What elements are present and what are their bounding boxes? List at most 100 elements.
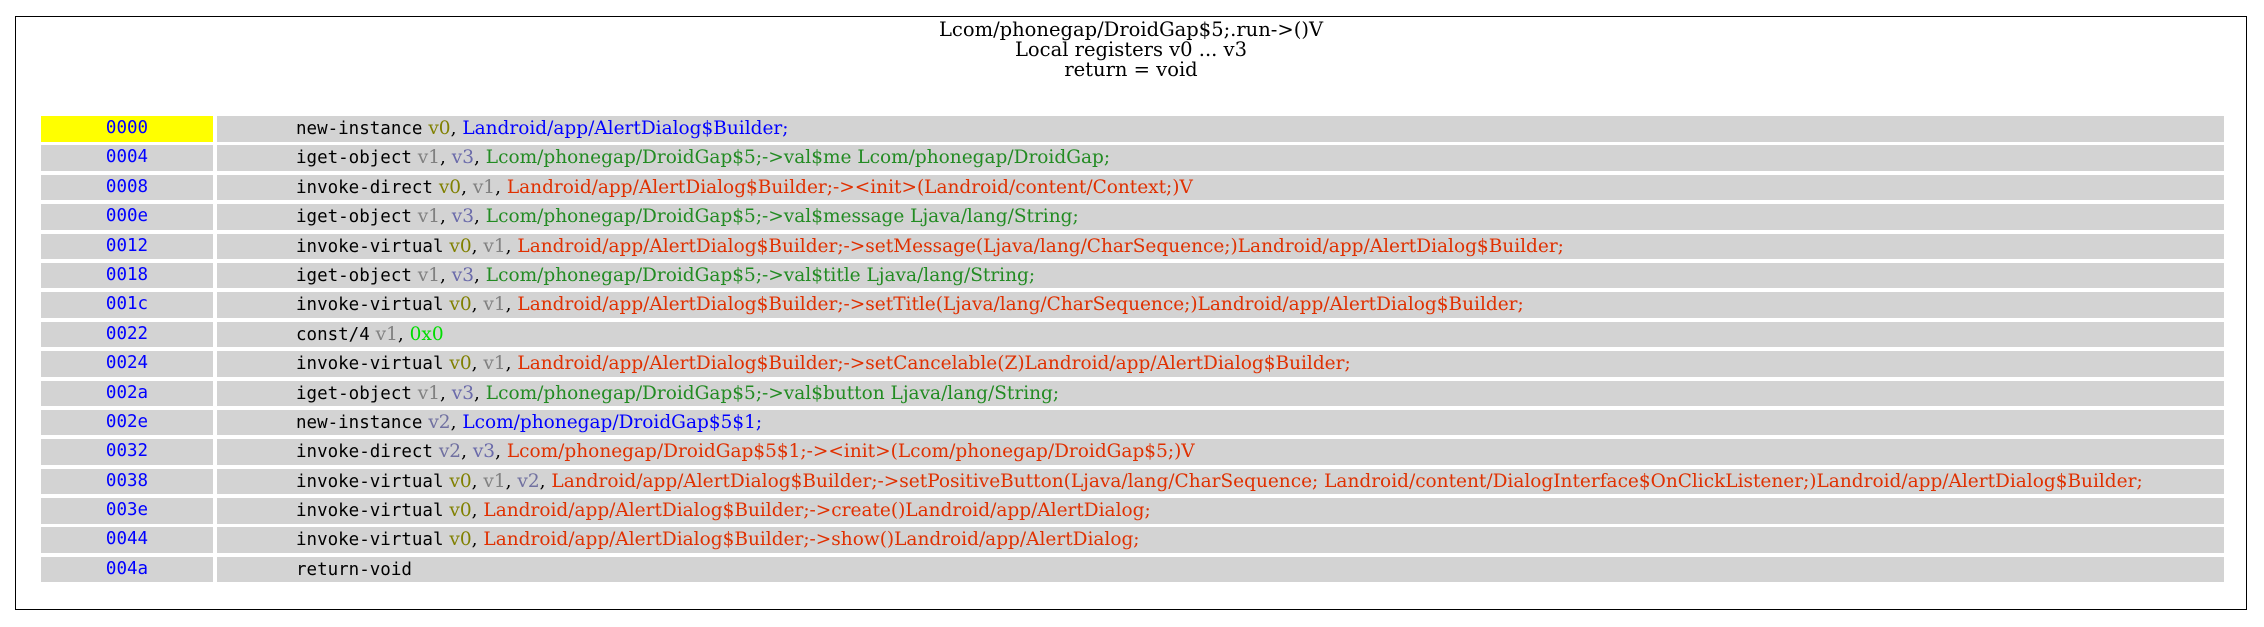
method-operand: Landroid/app/AlertDialog$Builder;->setCa… xyxy=(517,353,1351,375)
instruction-text: invoke-virtual v0, v1, Landroid/app/Aler… xyxy=(217,351,2224,377)
opcode: invoke-virtual xyxy=(296,354,444,375)
register-operand: v3 xyxy=(451,206,475,228)
method-operand: Landroid/app/AlertDialog$Builder;-><init… xyxy=(506,176,1193,198)
field-operand: Lcom/phonegap/DroidGap$5;->val$me Lcom/p… xyxy=(485,147,1111,169)
instruction-address: 0012 xyxy=(41,233,213,260)
instruction-text: return-void xyxy=(217,556,2224,583)
instruction-text: invoke-virtual v0, v1, v2, Landroid/app/… xyxy=(217,468,2224,495)
opcode: new-instance xyxy=(296,119,423,139)
instruction-text: invoke-virtual v0, v1, Landroid/app/Aler… xyxy=(217,233,2224,260)
literal-operand: 0x0 xyxy=(409,323,444,345)
field-operand: Lcom/phonegap/DroidGap$5;->val$title Lja… xyxy=(485,264,1036,286)
register-operand: v2 xyxy=(517,470,540,492)
instruction-text: const/4 v1, 0x0 xyxy=(217,321,2224,348)
register-operand: v0 xyxy=(438,176,462,198)
register-operand: v2 xyxy=(438,441,462,463)
opcode: iget-object xyxy=(296,265,412,286)
register-operand: v1 xyxy=(417,264,441,286)
instruction-text: invoke-direct v2, v3, Lcom/phonegap/Droi… xyxy=(217,439,2224,465)
method-operand: Lcom/phonegap/DroidGap$5$1;-><init>(Lcom… xyxy=(506,441,1195,463)
method-operand: Landroid/app/AlertDialog$Builder;->creat… xyxy=(483,500,1151,522)
register-operand: v3 xyxy=(451,264,475,286)
field-operand: Lcom/phonegap/DroidGap$5;->val$button Lj… xyxy=(485,382,1060,404)
instruction-address: 000e xyxy=(41,204,213,230)
register-operand: v1 xyxy=(375,323,398,345)
method-operand: Landroid/app/AlertDialog$Builder;->show(… xyxy=(483,529,1140,551)
instruction-text: invoke-virtual v0, Landroid/app/AlertDia… xyxy=(217,498,2224,524)
instruction-address: 004a xyxy=(41,556,213,583)
instruction-address: 0018 xyxy=(41,262,213,289)
opcode: invoke-virtual xyxy=(296,236,444,257)
register-operand: v3 xyxy=(451,382,475,404)
opcode: iget-object xyxy=(296,148,412,169)
register-operand: v1 xyxy=(483,294,506,316)
method-return-type: return = void xyxy=(1064,58,1198,81)
method-header: Lcom/phonegap/DroidGap$5;.run->()V Local… xyxy=(16,20,2246,80)
opcode: iget-object xyxy=(296,207,412,228)
instruction-text: new-instance v2, Lcom/phonegap/DroidGap$… xyxy=(217,409,2224,436)
register-operand: v3 xyxy=(451,147,475,169)
register-operand: v1 xyxy=(483,235,506,257)
opcode: invoke-virtual xyxy=(296,501,444,522)
instruction-address: 0022 xyxy=(41,321,213,348)
opcode: new-instance xyxy=(296,412,423,433)
opcode: invoke-virtual xyxy=(296,471,444,492)
instruction-address: 0008 xyxy=(41,174,213,201)
method-operand: Landroid/app/AlertDialog$Builder;->setMe… xyxy=(517,235,1564,257)
instruction-address: 001c xyxy=(41,292,213,318)
register-operand: v1 xyxy=(472,176,496,198)
register-operand: v3 xyxy=(472,441,496,463)
instruction-text: iget-object v1, v3, Lcom/phonegap/DroidG… xyxy=(217,204,2224,230)
register-operand: v1 xyxy=(483,353,506,375)
method-signature: Lcom/phonegap/DroidGap$5;.run->()V xyxy=(938,18,1324,41)
register-operand: v0 xyxy=(449,470,472,492)
type-operand: Landroid/app/AlertDialog$Builder; xyxy=(462,118,789,139)
instruction-address: 002e xyxy=(41,409,213,436)
opcode: iget-object xyxy=(296,383,412,404)
register-operand: v0 xyxy=(449,500,472,522)
instruction-address: 002a xyxy=(41,380,213,407)
instruction-text: invoke-virtual v0, v1, Landroid/app/Aler… xyxy=(217,292,2224,318)
register-operand: v0 xyxy=(449,353,472,375)
register-operand: v0 xyxy=(428,118,451,139)
instruction-address: 0004 xyxy=(41,145,213,171)
instruction-address: 0044 xyxy=(41,527,213,553)
opcode: const/4 xyxy=(296,324,370,345)
instruction-text: invoke-virtual v0, Landroid/app/AlertDia… xyxy=(217,527,2224,553)
field-operand: Lcom/phonegap/DroidGap$5;->val$message L… xyxy=(485,206,1079,228)
instruction-address: 0038 xyxy=(41,468,213,495)
method-registers: Local registers v0 ... v3 xyxy=(1014,38,1247,61)
instruction-text: invoke-direct v0, v1, Landroid/app/Alert… xyxy=(217,174,2224,201)
method-operand: Landroid/app/AlertDialog$Builder;->setPo… xyxy=(551,470,2143,492)
opcode: invoke-direct xyxy=(296,177,433,198)
register-operand: v2 xyxy=(428,411,451,433)
opcode: return-void xyxy=(296,559,412,580)
instruction-text: iget-object v1, v3, Lcom/phonegap/DroidG… xyxy=(217,262,2224,289)
instruction-address: 0000 xyxy=(41,116,213,142)
instruction-text: iget-object v1, v3, Lcom/phonegap/DroidG… xyxy=(217,380,2224,407)
register-operand: v0 xyxy=(449,529,472,551)
instruction-address: 003e xyxy=(41,498,213,524)
register-operand: v1 xyxy=(417,206,441,228)
register-operand: v0 xyxy=(449,235,472,257)
opcode: invoke-direct xyxy=(296,442,433,463)
register-operand: v0 xyxy=(449,294,472,316)
instruction-address: 0024 xyxy=(41,351,213,377)
register-operand: v1 xyxy=(417,147,441,169)
method-node: Lcom/phonegap/DroidGap$5;.run->()V Local… xyxy=(15,16,2247,610)
register-operand: v1 xyxy=(417,382,441,404)
